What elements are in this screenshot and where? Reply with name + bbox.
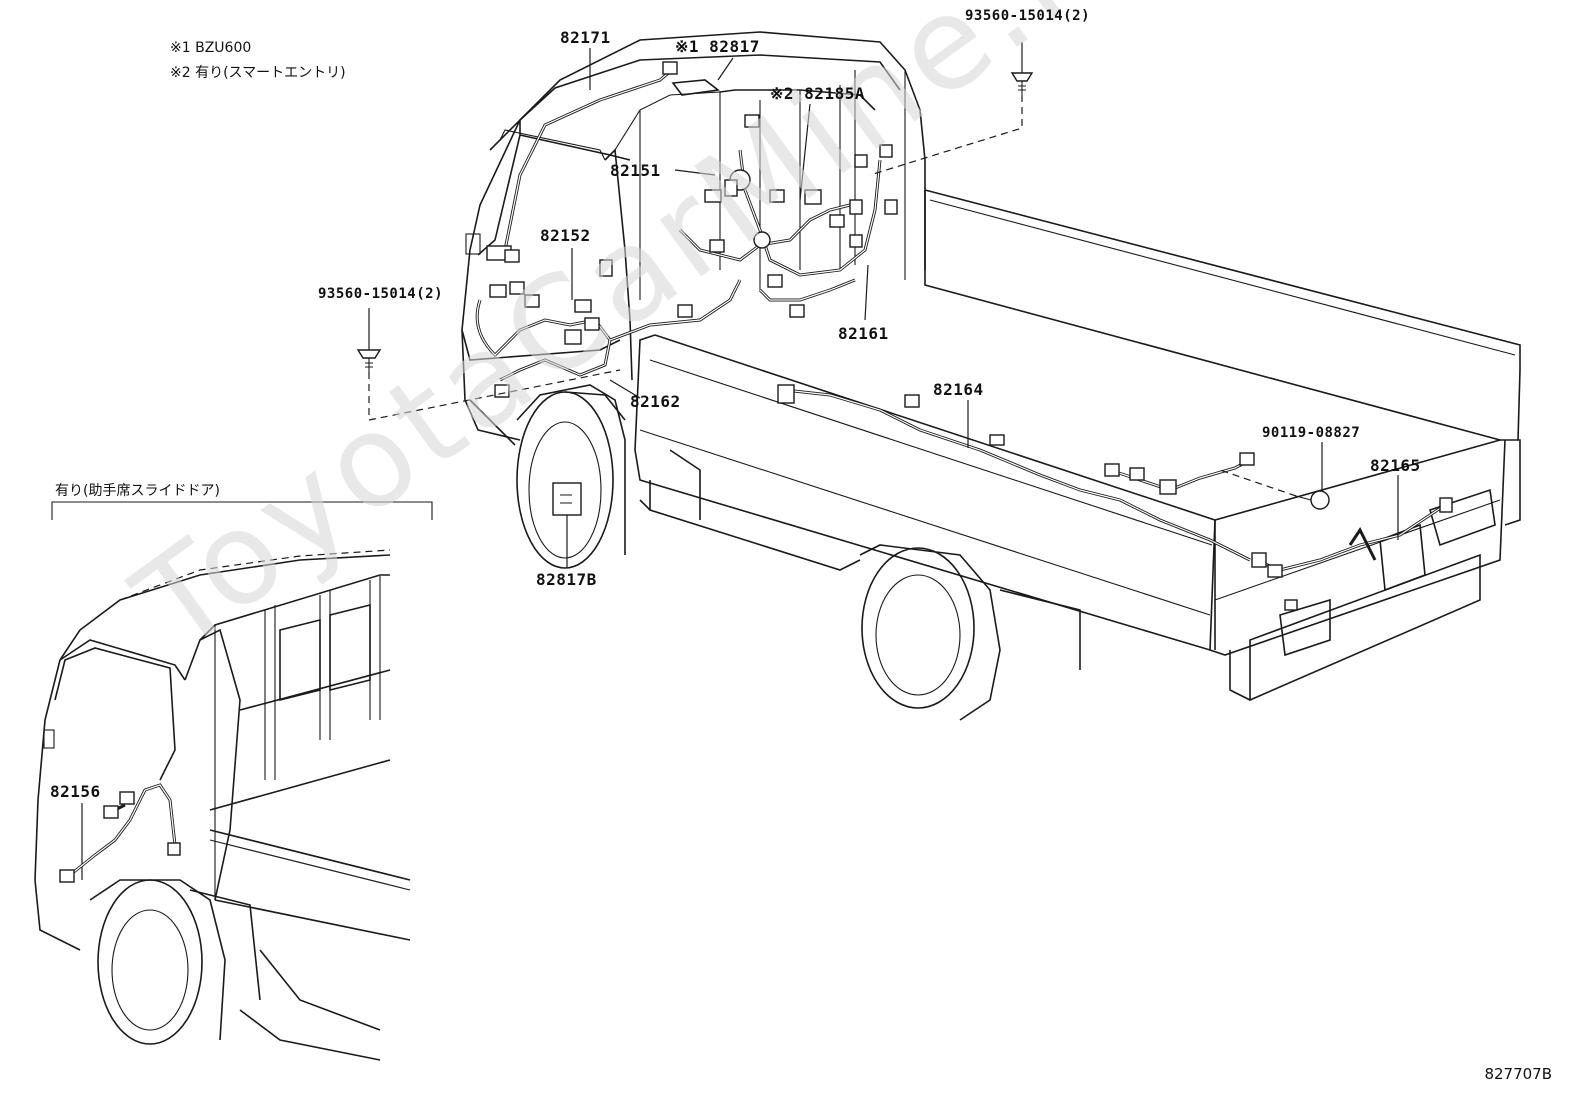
clip-93560-top	[1010, 72, 1034, 95]
part-label-82171[interactable]: 82171	[560, 28, 611, 47]
harness-82171	[486, 61, 678, 263]
part-label-90119[interactable]: 90119-08827	[1262, 425, 1361, 441]
clip-93560-left	[356, 349, 382, 372]
part-label-82161[interactable]: 82161	[838, 324, 889, 343]
part-label-82156[interactable]: 82156	[50, 782, 101, 801]
harness-82151	[678, 114, 898, 318]
inset-truck	[34, 549, 411, 1061]
pad-82817	[671, 79, 721, 96]
part-label-93560-top[interactable]: 93560-15014(2)	[965, 8, 1091, 24]
connector-82817B	[552, 482, 582, 516]
part-label-82162[interactable]: 82162	[630, 392, 681, 411]
bolt-90119	[1295, 490, 1330, 510]
part-label-82151[interactable]: 82151	[610, 161, 661, 180]
inset-title: 有り(助手席スライドドア)	[55, 483, 220, 499]
part-label-93560-left[interactable]: 93560-15014(2)	[318, 286, 444, 302]
diagram-code: 827707B	[1484, 1065, 1552, 1083]
footnote-1: ※1 BZU600	[170, 40, 252, 56]
part-label-82165[interactable]: 82165	[1370, 456, 1421, 475]
harness-82164	[777, 384, 1255, 562]
cargo-bed	[634, 189, 1521, 656]
chassis	[639, 449, 1496, 721]
front-wheel	[516, 384, 626, 569]
part-label-82164[interactable]: 82164	[933, 380, 984, 399]
part-label-82817[interactable]: ※1 82817	[675, 37, 760, 56]
leader-lines	[81, 42, 1399, 880]
inset-frame	[51, 501, 433, 520]
harness-82165	[1251, 497, 1453, 611]
footnote-2: ※2 有り(スマートエントリ)	[170, 65, 346, 81]
part-label-82152[interactable]: 82152	[540, 226, 591, 245]
harness-82156	[59, 783, 181, 883]
guide-lines	[368, 95, 1297, 497]
part-label-82185A[interactable]: ※2 82185A	[770, 84, 865, 103]
part-label-82817B[interactable]: 82817B	[536, 570, 597, 589]
harness-82152	[475, 259, 742, 398]
